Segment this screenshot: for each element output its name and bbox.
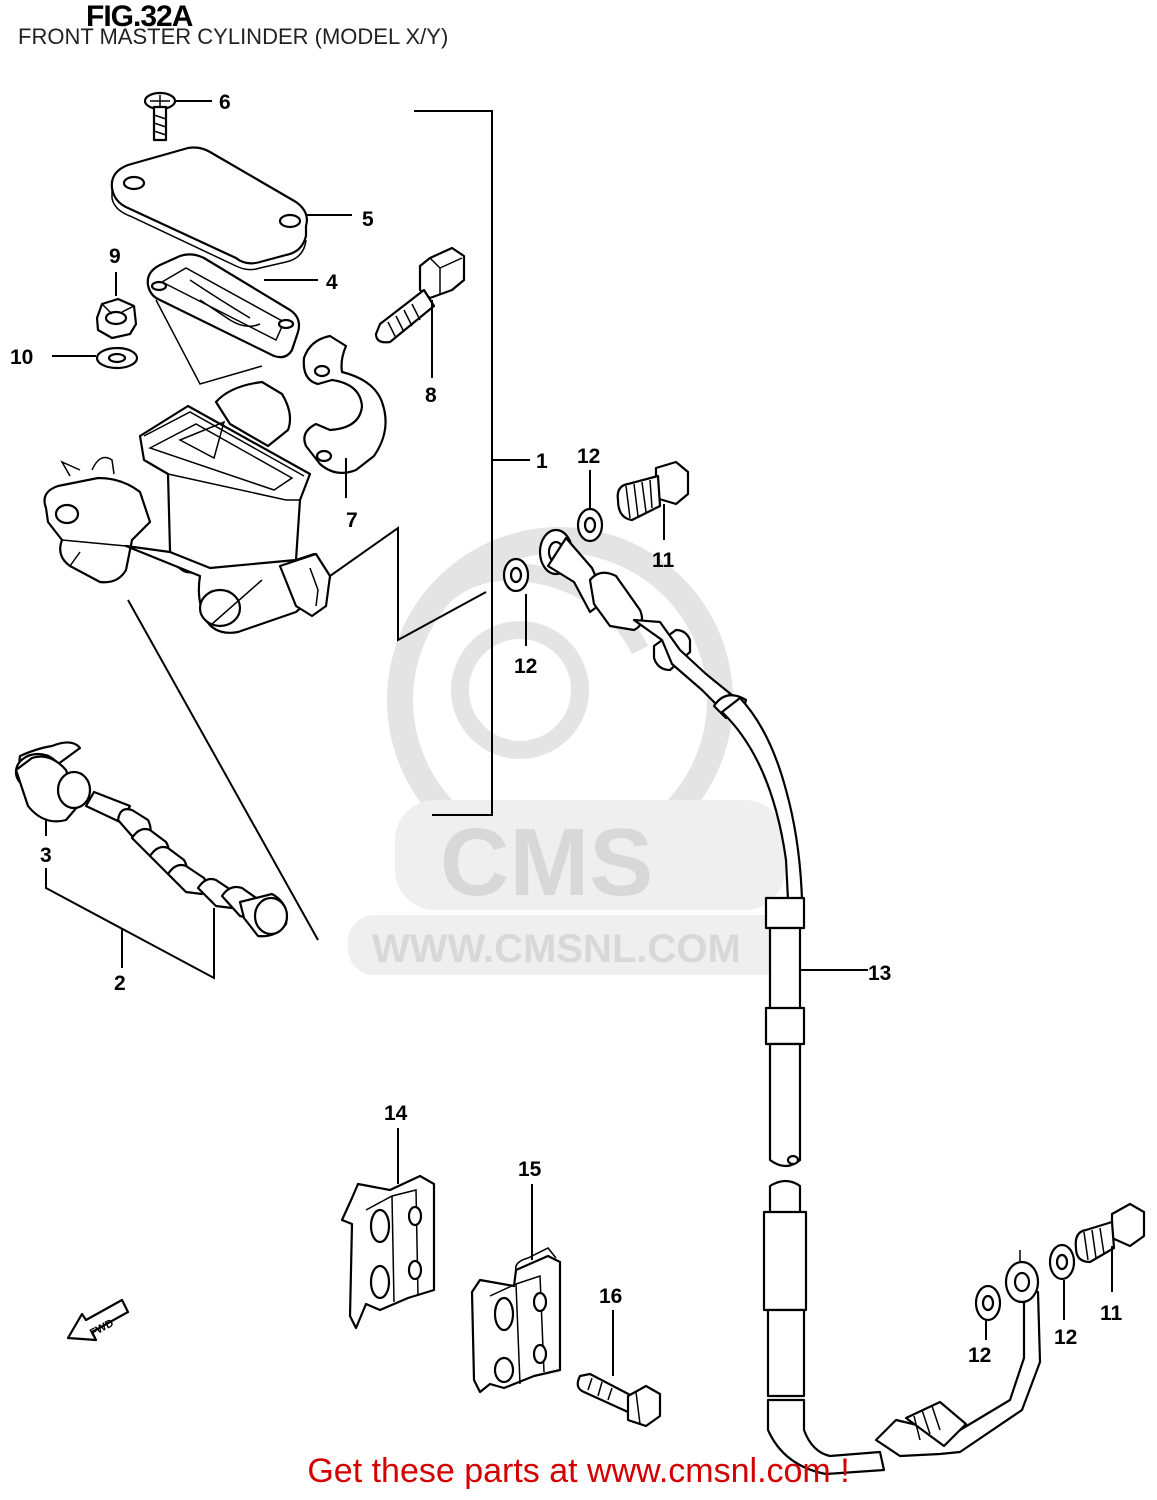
part-2-piston-kit[interactable] bbox=[14, 741, 289, 938]
leader-lines-piston bbox=[45, 820, 215, 980]
leader-lines-cylinder bbox=[127, 526, 487, 941]
callout-4: 4 bbox=[326, 271, 338, 294]
part-4-diaphragm[interactable] bbox=[146, 253, 301, 385]
part-16-bolt[interactable] bbox=[576, 1372, 662, 1428]
cms-watermark: CMS WWW.CMSNL.COM bbox=[348, 527, 788, 975]
callout-13: 13 bbox=[868, 962, 891, 985]
callout-15: 15 bbox=[518, 1158, 542, 1181]
callout-5: 5 bbox=[362, 208, 374, 231]
callout-12-lower-b: 12 bbox=[1054, 1326, 1077, 1349]
callout-10: 10 bbox=[10, 346, 33, 369]
callout-numbers: 6 5 4 9 10 8 7 1 12 11 12 3 2 13 14 15 1… bbox=[10, 91, 1123, 1367]
watermark-logo-text: CMS bbox=[440, 809, 653, 916]
part-11-banjo-bolt-lower[interactable] bbox=[1074, 1202, 1146, 1264]
callout-8: 8 bbox=[425, 384, 437, 407]
assembly-bracket-1 bbox=[414, 110, 530, 816]
fwd-arrow-icon: FWD bbox=[66, 1298, 130, 1342]
part-11-banjo-bolt-top[interactable] bbox=[616, 460, 690, 522]
figure-subtitle: FRONT MASTER CYLINDER (MODEL X/Y) bbox=[18, 24, 449, 49]
part-14-hose-clamp[interactable] bbox=[340, 1174, 436, 1330]
callout-11-top: 11 bbox=[652, 549, 675, 572]
callout-2: 2 bbox=[114, 972, 126, 995]
part-5-reservoir-cap[interactable] bbox=[110, 146, 308, 271]
part-6-screw[interactable] bbox=[143, 91, 177, 142]
part-15-hose-clamp[interactable] bbox=[470, 1247, 562, 1394]
watermark-url-text: WWW.CMSNL.COM bbox=[372, 927, 741, 971]
callout-9: 9 bbox=[109, 245, 121, 268]
callout-16: 16 bbox=[599, 1285, 622, 1308]
callout-14: 14 bbox=[384, 1102, 408, 1125]
callout-7: 7 bbox=[346, 509, 358, 532]
callout-11-lower: 11 bbox=[1100, 1302, 1123, 1325]
figure-title: FIG.32A bbox=[86, 0, 193, 33]
callout-12-mid: 12 bbox=[514, 655, 537, 678]
watermark-logo-plate bbox=[395, 800, 785, 910]
master-cylinder-body[interactable] bbox=[43, 380, 332, 634]
part-7-clamp[interactable] bbox=[302, 334, 387, 475]
part-12-washer-mid[interactable] bbox=[502, 557, 530, 593]
callout-12-lower-a: 12 bbox=[968, 1344, 991, 1367]
callout-3: 3 bbox=[40, 844, 52, 867]
part-13-brake-hose[interactable] bbox=[538, 528, 1042, 1476]
callout-12-top: 12 bbox=[577, 445, 600, 468]
part-12-washer-top[interactable] bbox=[576, 507, 604, 543]
part-8-bolt[interactable] bbox=[374, 246, 466, 344]
part-10-washer[interactable] bbox=[95, 346, 139, 370]
part-9-nut[interactable] bbox=[95, 297, 138, 340]
callout-leaders bbox=[52, 100, 1113, 1340]
part-12-washer-lower-a[interactable] bbox=[974, 1284, 1002, 1322]
callout-6: 6 bbox=[219, 91, 231, 114]
callout-1: 1 bbox=[536, 450, 548, 473]
promo-link[interactable]: Get these parts at www.cmsnl.com ! bbox=[307, 1452, 850, 1490]
watermark-mascot bbox=[451, 621, 589, 759]
part-12-washer-lower-b[interactable] bbox=[1048, 1243, 1076, 1281]
